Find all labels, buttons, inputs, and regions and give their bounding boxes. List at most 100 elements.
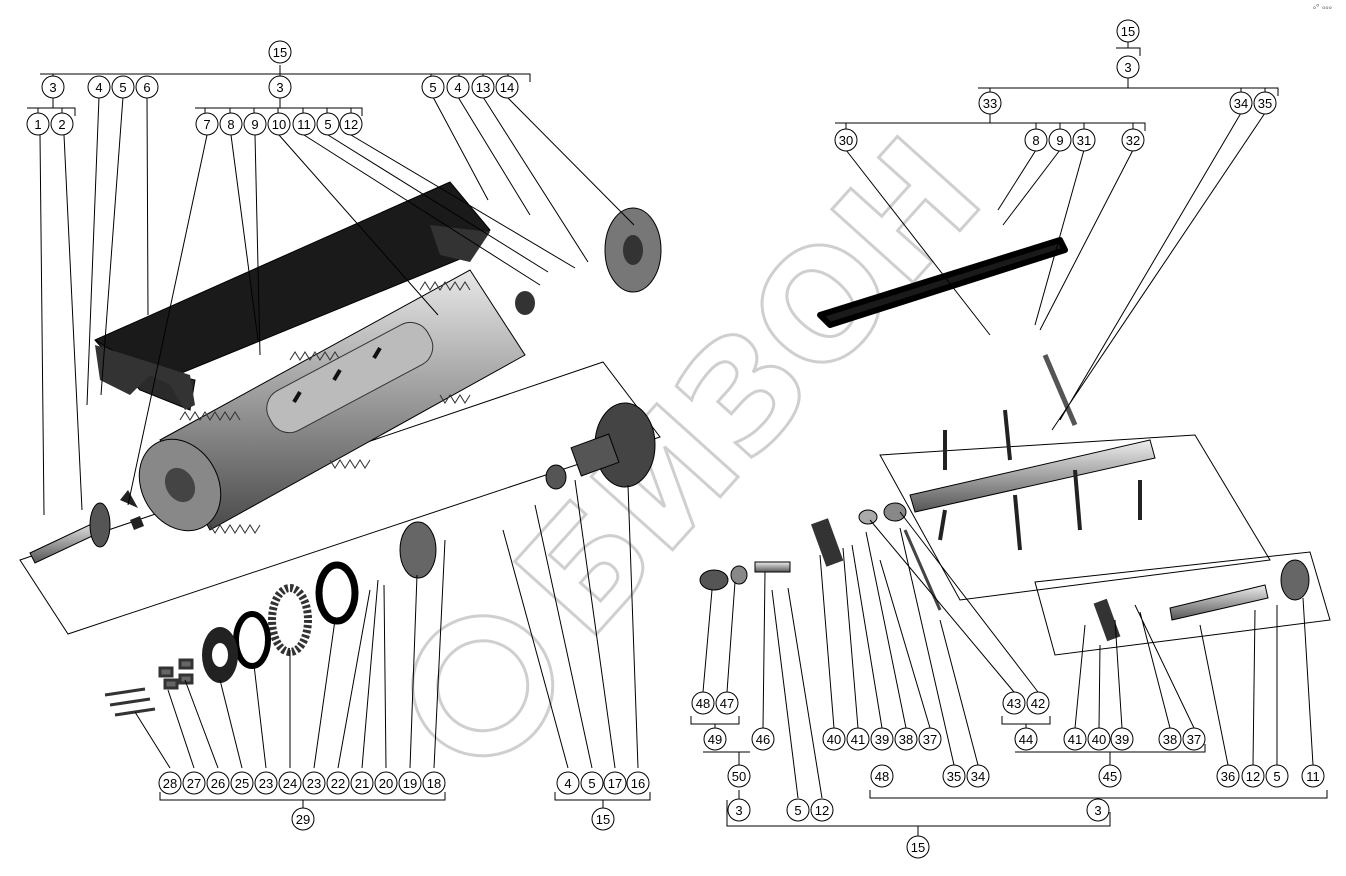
callout-label-12: 12 xyxy=(344,117,358,132)
drive-hub xyxy=(399,521,437,579)
callout-label-4: 4 xyxy=(95,80,102,95)
callout-label-27: 27 xyxy=(187,776,201,791)
rotor-hatch xyxy=(266,321,434,434)
callout-circle-18 xyxy=(422,771,446,795)
callout-circle-5 xyxy=(316,112,340,136)
callout-label-41: 41 xyxy=(851,732,865,747)
callout-label-24: 24 xyxy=(283,776,297,791)
callout-circle-3 xyxy=(727,798,751,822)
callout-label-3: 3 xyxy=(1124,60,1131,75)
callout-label-34: 34 xyxy=(971,769,985,784)
callout-circle-39 xyxy=(870,727,894,751)
callout-circle-36 xyxy=(1216,764,1240,788)
flange-11 xyxy=(1280,559,1310,601)
callout-label-13: 13 xyxy=(476,80,490,95)
corner-mark: ₒᵒ ₒₒₒ xyxy=(1312,2,1332,11)
callout-circle-45 xyxy=(1098,764,1122,788)
callout-label-9: 9 xyxy=(1056,133,1063,148)
shaft-36 xyxy=(1169,584,1269,621)
callout-circle-32 xyxy=(1121,128,1145,152)
callout-label-28: 28 xyxy=(163,776,177,791)
lever-bracket xyxy=(811,518,844,567)
watermark-text: БИЗОН xyxy=(484,107,1014,669)
callout-label-2: 2 xyxy=(58,117,65,132)
callout-circle-5 xyxy=(786,798,810,822)
callout-circle-12 xyxy=(339,112,363,136)
friction-disc-25-hole xyxy=(212,643,228,667)
callout-circle-42 xyxy=(1026,691,1050,715)
callout-circle-3 xyxy=(41,75,65,99)
frame-end-right xyxy=(430,225,490,262)
callout-circle-49 xyxy=(703,727,727,751)
callout-circle-6 xyxy=(135,75,159,99)
callout-label-33: 33 xyxy=(983,96,997,111)
callout-label-37: 37 xyxy=(923,732,937,747)
callout-label-3: 3 xyxy=(276,80,283,95)
callout-circle-33 xyxy=(978,91,1002,115)
callout-circle-25 xyxy=(230,771,254,795)
callout-circle-8 xyxy=(219,112,243,136)
rotor-teeth-bottom xyxy=(209,394,471,534)
callout-circle-37 xyxy=(1182,727,1206,751)
callout-label-5: 5 xyxy=(588,776,595,791)
callout-label-48: 48 xyxy=(875,769,889,784)
leader-lines xyxy=(27,40,1328,836)
callout-label-8: 8 xyxy=(227,117,234,132)
callout-label-11: 11 xyxy=(297,117,311,132)
callout-circle-14 xyxy=(495,75,519,99)
callout-label-40: 40 xyxy=(1092,732,1106,747)
callout-circle-26 xyxy=(206,771,230,795)
callout-circle-38 xyxy=(894,727,918,751)
callout-label-3: 3 xyxy=(49,80,56,95)
callout-label-20: 20 xyxy=(379,776,393,791)
callout-label-17: 17 xyxy=(608,776,622,791)
springs-and-bolts xyxy=(104,658,194,717)
roller-43 xyxy=(858,509,878,525)
callout-circle-17 xyxy=(603,771,627,795)
callout-circle-34 xyxy=(966,764,990,788)
spring-tines xyxy=(938,409,1142,551)
callout-circle-5 xyxy=(421,75,445,99)
callout-circle-37 xyxy=(918,727,942,751)
callout-label-15: 15 xyxy=(911,840,925,855)
callout-label-26: 26 xyxy=(211,776,225,791)
callout-circle-10 xyxy=(267,112,291,136)
callout-label-29: 29 xyxy=(296,812,310,827)
rotor-drum xyxy=(138,269,526,534)
callout-circle-3 xyxy=(1116,55,1140,79)
main-spring-shaft xyxy=(909,439,1156,513)
callout-label-5: 5 xyxy=(324,117,331,132)
sprocket-disc-23b xyxy=(233,611,271,669)
callout-circle-34 xyxy=(1229,91,1253,115)
callout-label-5: 5 xyxy=(794,803,801,818)
callout-circle-1 xyxy=(26,112,50,136)
callout-label-45: 45 xyxy=(1103,769,1117,784)
callout-label-21: 21 xyxy=(355,776,369,791)
callout-label-43: 43 xyxy=(1007,696,1021,711)
callout-circle-5 xyxy=(1265,764,1289,788)
callout-label-34: 34 xyxy=(1234,96,1248,111)
callout-label-5: 5 xyxy=(119,80,126,95)
callout-circle-4 xyxy=(87,75,111,99)
callout-label-44: 44 xyxy=(1019,732,1033,747)
callout-circle-5 xyxy=(580,771,604,795)
callout-label-3: 3 xyxy=(1094,803,1101,818)
callout-label-19: 19 xyxy=(403,776,417,791)
left-parts xyxy=(19,181,662,717)
callout-circle-50 xyxy=(727,764,751,788)
callout-circle-11 xyxy=(292,112,316,136)
callout-label-7: 7 xyxy=(203,117,210,132)
rotor-group-outline xyxy=(19,361,661,635)
callout-circle-15 xyxy=(1116,19,1140,43)
callout-label-42: 42 xyxy=(1031,696,1045,711)
callout-label-47: 47 xyxy=(720,696,734,711)
callout-label-10: 10 xyxy=(272,117,286,132)
callout-label-22: 22 xyxy=(331,776,345,791)
callout-circle-43 xyxy=(1002,691,1026,715)
callout-circle-9 xyxy=(243,112,267,136)
callout-circle-5 xyxy=(111,75,135,99)
callout-label-12: 12 xyxy=(1246,769,1260,784)
callout-circle-19 xyxy=(398,771,422,795)
callout-circle-44 xyxy=(1014,727,1038,751)
